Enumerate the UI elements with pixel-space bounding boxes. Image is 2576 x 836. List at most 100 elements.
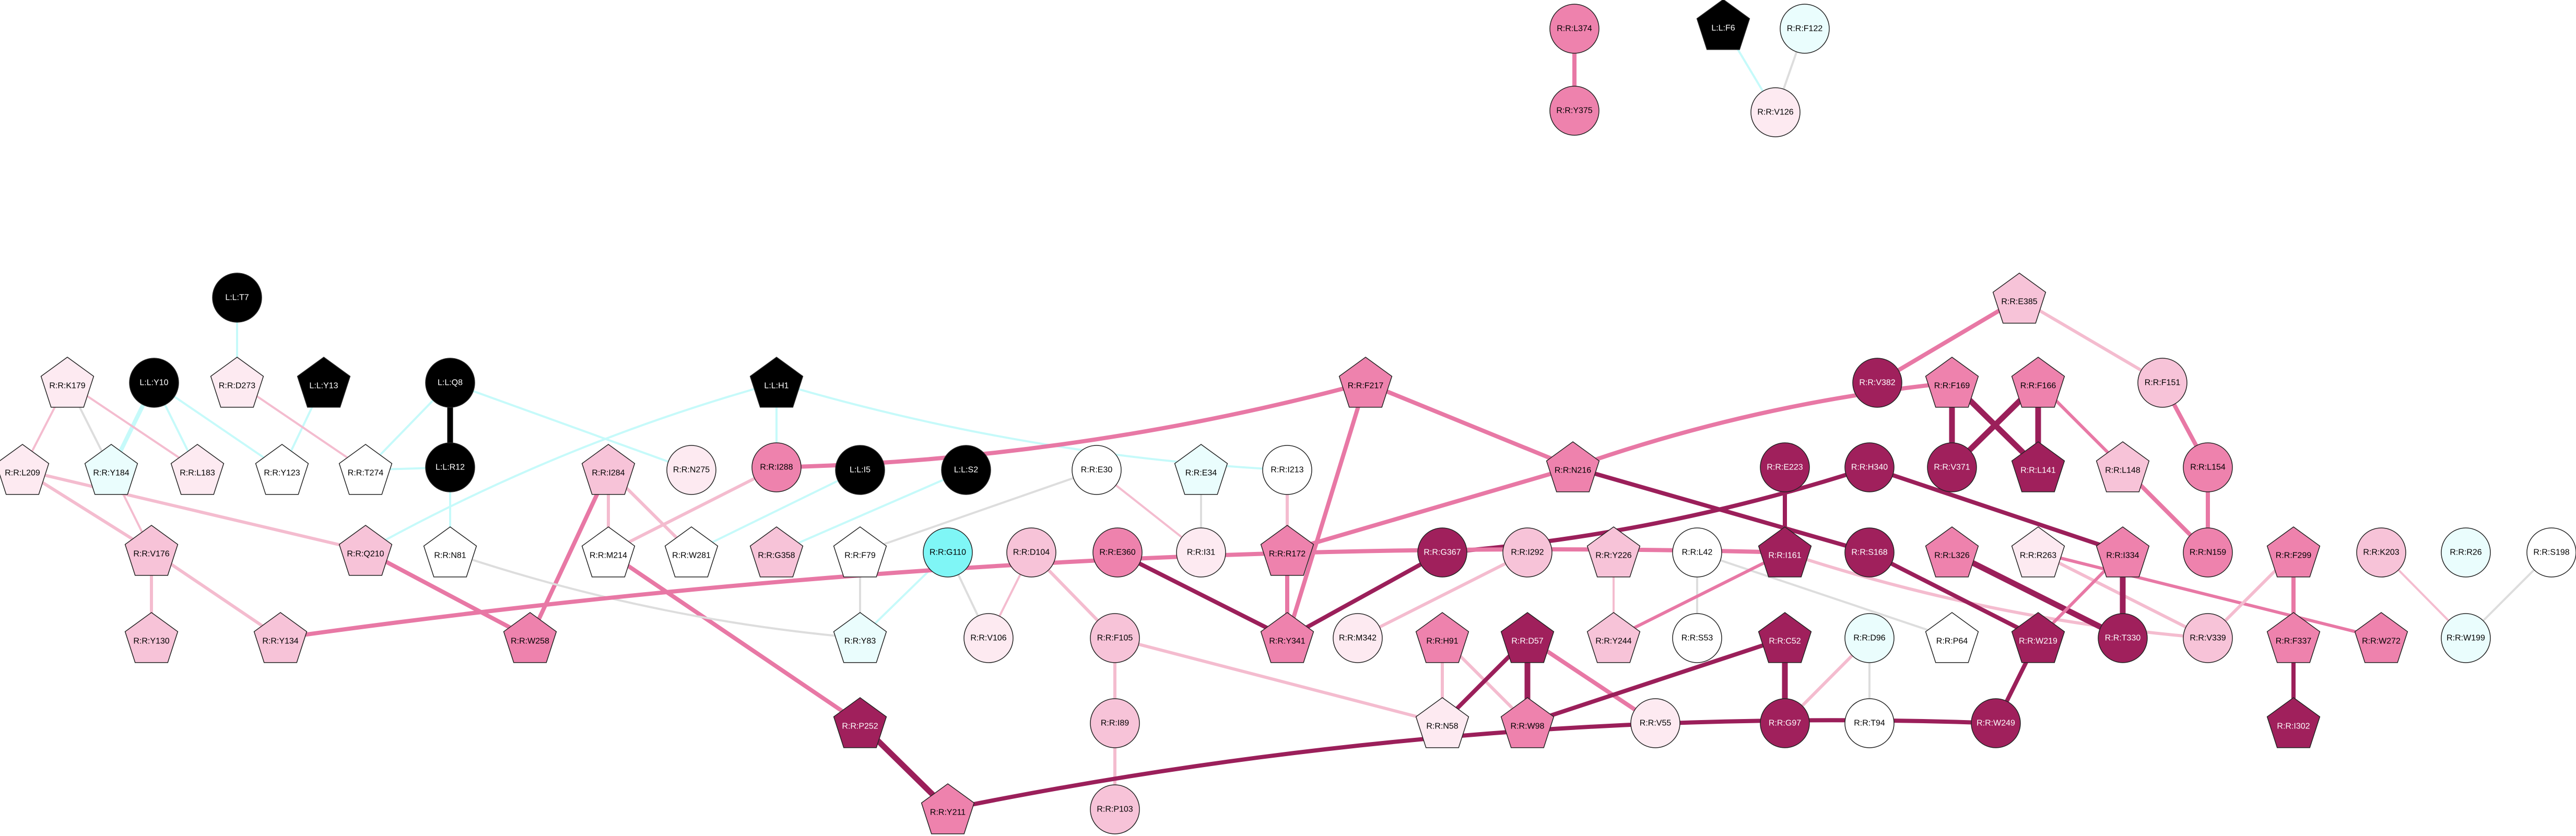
node-l-l-s2[interactable]: L:L:S2	[941, 445, 991, 495]
node-r-r-r172[interactable]: R:R:R172	[1260, 525, 1314, 576]
node-r-r-d57[interactable]: R:R:D57	[1500, 612, 1555, 663]
node-r-r-w219[interactable]: R:R:W219	[2011, 612, 2065, 663]
node-r-r-n81[interactable]: R:R:N81	[423, 526, 477, 578]
node-r-r-y211[interactable]: R:R:Y211	[921, 783, 975, 834]
node-r-r-k179[interactable]: R:R:K179	[40, 357, 95, 408]
node-r-r-f122[interactable]: R:R:F122	[1780, 4, 1830, 54]
node-l-l-h1[interactable]: L:L:H1	[749, 357, 804, 408]
node-r-r-i161[interactable]: R:R:I161	[1758, 526, 1812, 578]
node-r-r-y123[interactable]: R:R:Y123	[255, 444, 309, 495]
node-r-r-m342[interactable]: R:R:M342	[1333, 613, 1383, 663]
node-r-r-i288[interactable]: R:R:I288	[751, 442, 802, 492]
node-r-r-g97[interactable]: R:R:G97	[1760, 698, 1810, 748]
node-l-l-t7[interactable]: L:L:T7	[212, 273, 262, 323]
node-l-l-y13[interactable]: L:L:Y13	[297, 357, 351, 408]
node-r-r-c52[interactable]: R:R:C52	[1758, 612, 1812, 663]
node-r-r-w199[interactable]: R:R:W199	[2441, 613, 2491, 663]
node-r-r-i31[interactable]: R:R:I31	[1176, 527, 1226, 578]
node-r-r-v339[interactable]: R:R:V339	[2183, 613, 2233, 663]
node-r-r-f105[interactable]: R:R:F105	[1090, 613, 1140, 663]
node-r-r-n275[interactable]: R:R:N275	[666, 445, 716, 495]
node-r-r-f337[interactable]: R:R:F337	[2266, 612, 2321, 663]
node-label: R:R:R263	[2020, 551, 2056, 560]
node-r-r-s168[interactable]: R:R:S168	[1844, 527, 1895, 578]
node-r-r-d96[interactable]: R:R:D96	[1844, 613, 1895, 663]
node-r-r-w272[interactable]: R:R:W272	[2354, 612, 2408, 663]
node-r-r-l183[interactable]: R:R:L183	[170, 444, 225, 495]
node-r-r-v371[interactable]: R:R:V371	[1927, 442, 1977, 492]
node-r-r-e223[interactable]: R:R:E223	[1760, 442, 1810, 492]
node-r-r-g110[interactable]: R:R:G110	[923, 527, 973, 578]
node-r-r-r26[interactable]: R:R:R26	[2441, 527, 2491, 578]
node-r-r-e385[interactable]: R:R:E385	[1992, 273, 2046, 324]
node-r-r-y226[interactable]: R:R:Y226	[1586, 526, 1641, 578]
node-label: R:R:H91	[1426, 637, 1458, 646]
node-r-r-n58[interactable]: R:R:N58	[1415, 697, 1469, 748]
node-r-r-y244[interactable]: R:R:Y244	[1586, 612, 1641, 663]
node-r-r-s53[interactable]: R:R:S53	[1672, 613, 1722, 663]
node-r-r-t274[interactable]: R:R:T274	[338, 444, 393, 495]
node-r-r-v55[interactable]: R:R:V55	[1630, 698, 1680, 748]
node-r-r-f299[interactable]: R:R:F299	[2266, 526, 2321, 578]
node-r-r-s198[interactable]: R:R:S198	[2526, 527, 2576, 578]
node-r-r-l141[interactable]: R:R:L141	[2011, 441, 2065, 492]
node-l-l-y10[interactable]: L:L:Y10	[129, 358, 179, 408]
node-r-r-l148[interactable]: R:R:L148	[2096, 441, 2150, 492]
node-r-r-f79[interactable]: R:R:F79	[833, 526, 887, 578]
node-r-r-w258[interactable]: R:R:W258	[503, 612, 557, 663]
node-r-r-l42[interactable]: R:R:L42	[1672, 527, 1722, 578]
node-r-r-l326[interactable]: R:R:L326	[1925, 526, 1979, 578]
node-r-r-f151[interactable]: R:R:F151	[2137, 358, 2187, 408]
node-r-r-i292[interactable]: R:R:I292	[1502, 527, 1552, 578]
node-l-l-f6[interactable]: L:L:F6	[1696, 0, 1750, 50]
node-r-r-p64[interactable]: R:R:P64	[1925, 612, 1979, 663]
node-r-r-w281[interactable]: R:R:W281	[664, 526, 719, 578]
node-r-r-k203[interactable]: R:R:K203	[2356, 527, 2406, 578]
node-r-r-v106[interactable]: R:R:V106	[963, 613, 1014, 663]
node-r-r-l154[interactable]: R:R:L154	[2183, 442, 2233, 492]
node-r-r-g367[interactable]: R:R:G367	[1417, 527, 1467, 578]
node-r-r-q210[interactable]: R:R:Q210	[338, 525, 393, 576]
node-r-r-w249[interactable]: R:R:W249	[1971, 698, 2021, 748]
node-r-r-y83[interactable]: R:R:Y83	[833, 612, 887, 663]
node-r-r-f166[interactable]: R:R:F166	[2011, 357, 2065, 408]
node-l-l-i5[interactable]: L:L:I5	[835, 445, 885, 495]
node-r-r-p103[interactable]: R:R:P103	[1090, 784, 1140, 834]
node-r-r-v382[interactable]: R:R:V382	[1852, 358, 1902, 408]
node-r-r-y341[interactable]: R:R:Y341	[1260, 612, 1314, 663]
node-r-r-f217[interactable]: R:R:F217	[1338, 357, 1393, 408]
node-r-r-n216[interactable]: R:R:N216	[1546, 441, 1600, 492]
node-r-r-d273[interactable]: R:R:D273	[210, 357, 264, 408]
node-r-r-n159[interactable]: R:R:N159	[2183, 527, 2233, 578]
node-r-r-y134[interactable]: R:R:Y134	[253, 612, 308, 663]
node-r-r-l374[interactable]: R:R:L374	[1549, 4, 1599, 54]
node-r-r-v126[interactable]: R:R:V126	[1750, 87, 1801, 137]
node-r-r-p252[interactable]: R:R:P252	[833, 697, 887, 748]
node-l-l-q8[interactable]: L:L:Q8	[425, 358, 475, 408]
node-r-r-y375[interactable]: R:R:Y375	[1549, 86, 1599, 136]
node-r-r-y184[interactable]: R:R:Y184	[84, 444, 138, 495]
node-r-r-e30[interactable]: R:R:E30	[1072, 445, 1122, 495]
node-r-r-i213[interactable]: R:R:I213	[1262, 445, 1312, 495]
node-l-l-r12[interactable]: L:L:R12	[425, 442, 475, 492]
node-r-r-i284[interactable]: R:R:I284	[581, 444, 636, 495]
node-r-r-e360[interactable]: R:R:E360	[1092, 527, 1143, 578]
node-label: R:R:W281	[672, 551, 711, 560]
node-r-r-y130[interactable]: R:R:Y130	[124, 612, 179, 663]
node-r-r-i334[interactable]: R:R:I334	[2096, 526, 2150, 578]
node-r-r-d104[interactable]: R:R:D104	[1006, 527, 1056, 578]
node-r-r-l209[interactable]: R:R:L209	[0, 444, 50, 495]
node-r-r-r263[interactable]: R:R:R263	[2011, 526, 2065, 578]
node-r-r-m214[interactable]: R:R:M214	[581, 526, 636, 578]
node-r-r-e34[interactable]: R:R:E34	[1174, 444, 1228, 495]
node-r-r-t330[interactable]: R:R:T330	[2098, 613, 2148, 663]
node-r-r-i302[interactable]: R:R:I302	[2266, 697, 2321, 748]
node-r-r-g358[interactable]: R:R:G358	[749, 526, 804, 578]
node-r-r-t94[interactable]: R:R:T94	[1844, 698, 1895, 748]
node-r-r-w98[interactable]: R:R:W98	[1500, 697, 1555, 748]
node-r-r-f169[interactable]: R:R:F169	[1925, 357, 1979, 408]
node-r-r-h91[interactable]: R:R:H91	[1415, 612, 1469, 663]
node-r-r-h340[interactable]: R:R:H340	[1844, 442, 1895, 492]
node-r-r-i89[interactable]: R:R:I89	[1090, 698, 1140, 748]
node-r-r-v176[interactable]: R:R:V176	[124, 525, 179, 576]
